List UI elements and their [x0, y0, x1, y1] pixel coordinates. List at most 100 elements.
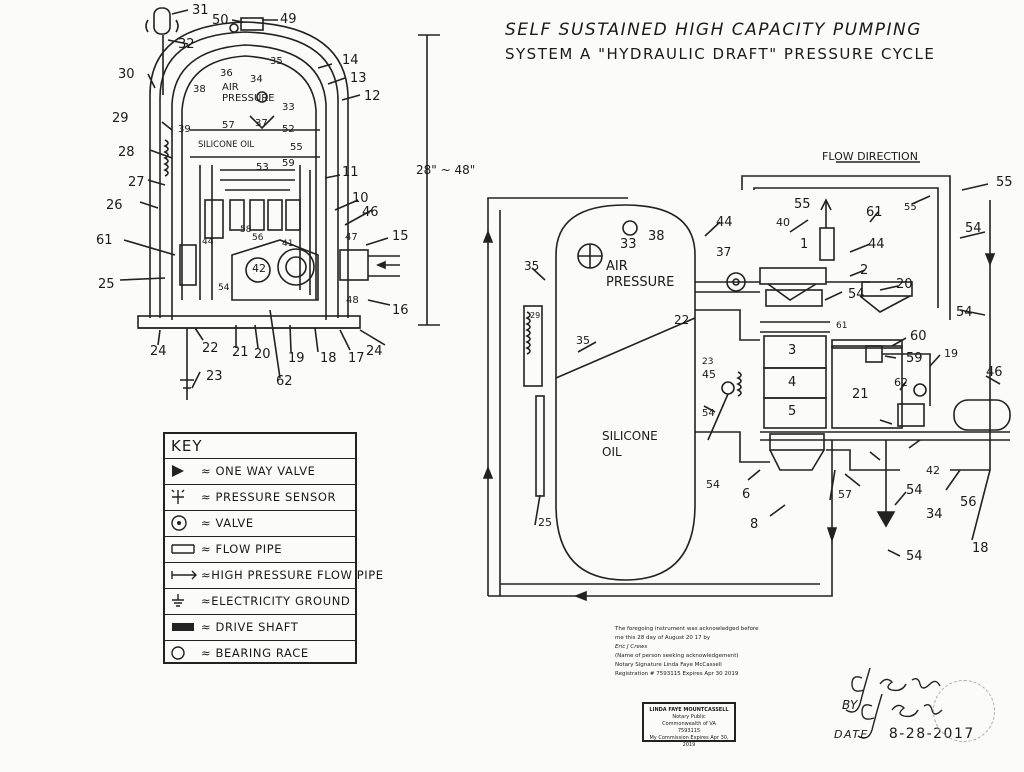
label-56-right: 56 [960, 495, 977, 510]
label-5: 5 [788, 404, 796, 419]
label-14: 14 [342, 53, 359, 68]
key-row-flow-pipe: ≈ FLOW PIPE [165, 536, 355, 562]
label-27: 27 [128, 175, 145, 190]
label-33-right: 33 [620, 237, 637, 252]
label-19: 19 [288, 351, 305, 366]
high-pressure-pipe-icon [171, 570, 197, 580]
notary-seal [933, 680, 995, 742]
label-30: 30 [118, 67, 135, 82]
label-54-d: 54 [702, 408, 715, 419]
label-46: 46 [362, 205, 379, 220]
flow-direction-label: FLOW DIRECTION [822, 150, 918, 163]
stamp-line-3: Commonwealth of VA [662, 721, 716, 727]
label-22: 22 [202, 341, 219, 356]
stamp-line-1: LINDA FAYE MOUNTCASSELL [649, 707, 729, 713]
label-57: 57 [222, 120, 235, 131]
label-42-right: 42 [926, 464, 940, 477]
label-28: 28 [118, 145, 135, 160]
label-12: 12 [364, 89, 381, 104]
notary-line-2: me this 28 day of August 20 17 by [615, 635, 711, 641]
label-4: 4 [788, 375, 796, 390]
key-row-bearing-race: ≈ BEARING RACE [165, 640, 355, 666]
valve-icon [171, 515, 187, 531]
key-row-drive-shaft: ≈ DRIVE SHAFT [165, 614, 355, 640]
label-35-right-b: 35 [576, 334, 590, 347]
stamp-line-2: Notary Public [672, 714, 706, 720]
label-24-right: 24 [366, 344, 383, 359]
label-42: 42 [252, 262, 266, 275]
label-48: 48 [346, 295, 359, 306]
label-34-right: 34 [926, 507, 943, 522]
label-3: 3 [788, 343, 796, 358]
signature-stroke-2 [857, 693, 943, 739]
key-label: ≈ DRIVE SHAFT [201, 620, 299, 634]
label-44-b: 44 [868, 237, 885, 252]
main-tank [555, 204, 696, 581]
label-54-g: 54 [906, 549, 923, 564]
key-row-valve: ≈ VALVE [165, 510, 355, 536]
flow-pipe-icon [171, 544, 195, 554]
label-36: 36 [220, 68, 233, 79]
notary-line-4: (Name of person seeking acknowledgement) [615, 653, 739, 659]
label-55: 55 [290, 142, 303, 153]
key-row-pressure-sensor: ≈ PRESSURE SENSOR [165, 484, 355, 510]
label-24-left: 24 [150, 344, 167, 359]
label-line: AIR [606, 259, 628, 274]
label-line: SILICONE [602, 429, 658, 443]
label-54-f: 54 [906, 483, 923, 498]
label-26: 26 [106, 198, 123, 213]
label-35: 35 [270, 56, 283, 67]
label-10: 10 [352, 191, 369, 206]
label-line: OIL [602, 445, 622, 459]
key-label: ≈ VALVE [201, 516, 254, 530]
label-55-right-a: 55 [996, 175, 1013, 190]
label-34: 34 [250, 74, 263, 85]
label-62: 62 [276, 374, 293, 389]
electricity-ground-icon [172, 594, 184, 607]
label-57-right: 57 [838, 488, 852, 501]
label-62-right: 62 [894, 376, 908, 389]
label-54: 54 [218, 283, 230, 293]
date-label: DATE [834, 728, 869, 741]
pressure-sensor-icon [171, 489, 185, 504]
label-59-right: 59 [906, 351, 923, 366]
label-15: 15 [392, 229, 409, 244]
label-38-right: 38 [648, 229, 665, 244]
label-40: 40 [776, 216, 790, 229]
right-silicone-oil-label: SILICONE OIL [602, 429, 658, 459]
label-59: 59 [282, 158, 295, 169]
notary-block: The foregoing instrument was acknowledge… [615, 625, 790, 679]
notary-line-1: The foregoing instrument was acknowledge… [615, 626, 759, 632]
label-53: 53 [256, 162, 269, 173]
label-18: 18 [320, 351, 337, 366]
label-39: 39 [178, 124, 191, 135]
housing-outer [149, 21, 349, 318]
title-line-2: SYSTEM A "HYDRAULIC DRAFT" PRESSURE CYCL… [505, 45, 936, 63]
left-silicone-oil-label: SILICONE OIL [198, 140, 254, 150]
label-47: 47 [345, 232, 358, 243]
label-32: 32 [178, 37, 195, 52]
label-13: 13 [350, 71, 367, 86]
key-label: ≈ ONE WAY VALVE [201, 464, 316, 478]
label-55-right-b: 55 [794, 197, 811, 212]
title-line-1: SELF SUSTAINED HIGH CAPACITY PUMPING [505, 20, 922, 40]
notary-stamp: LINDA FAYE MOUNTCASSELL Notary Public Co… [642, 702, 736, 748]
label-35-right-a: 35 [524, 259, 539, 273]
label-44-a: 44 [716, 215, 733, 230]
label-11: 11 [342, 165, 359, 180]
label-60: 60 [910, 329, 927, 344]
label-21: 21 [232, 345, 249, 360]
dimension-label: 28" ~ 48" [416, 163, 475, 177]
stamp-line-4: 7593115 [677, 728, 701, 734]
label-37-right: 37 [716, 245, 731, 259]
label-55-right-c: 55 [904, 202, 917, 213]
key-label: ≈ELECTRICITY GROUND [201, 594, 351, 608]
key-header: KEY [171, 437, 203, 455]
label-6: 6 [742, 487, 750, 502]
label-line: PRESSURE [222, 93, 275, 104]
label-61: 61 [96, 233, 113, 248]
label-49: 49 [280, 12, 297, 27]
label-2: 2 [860, 263, 868, 278]
